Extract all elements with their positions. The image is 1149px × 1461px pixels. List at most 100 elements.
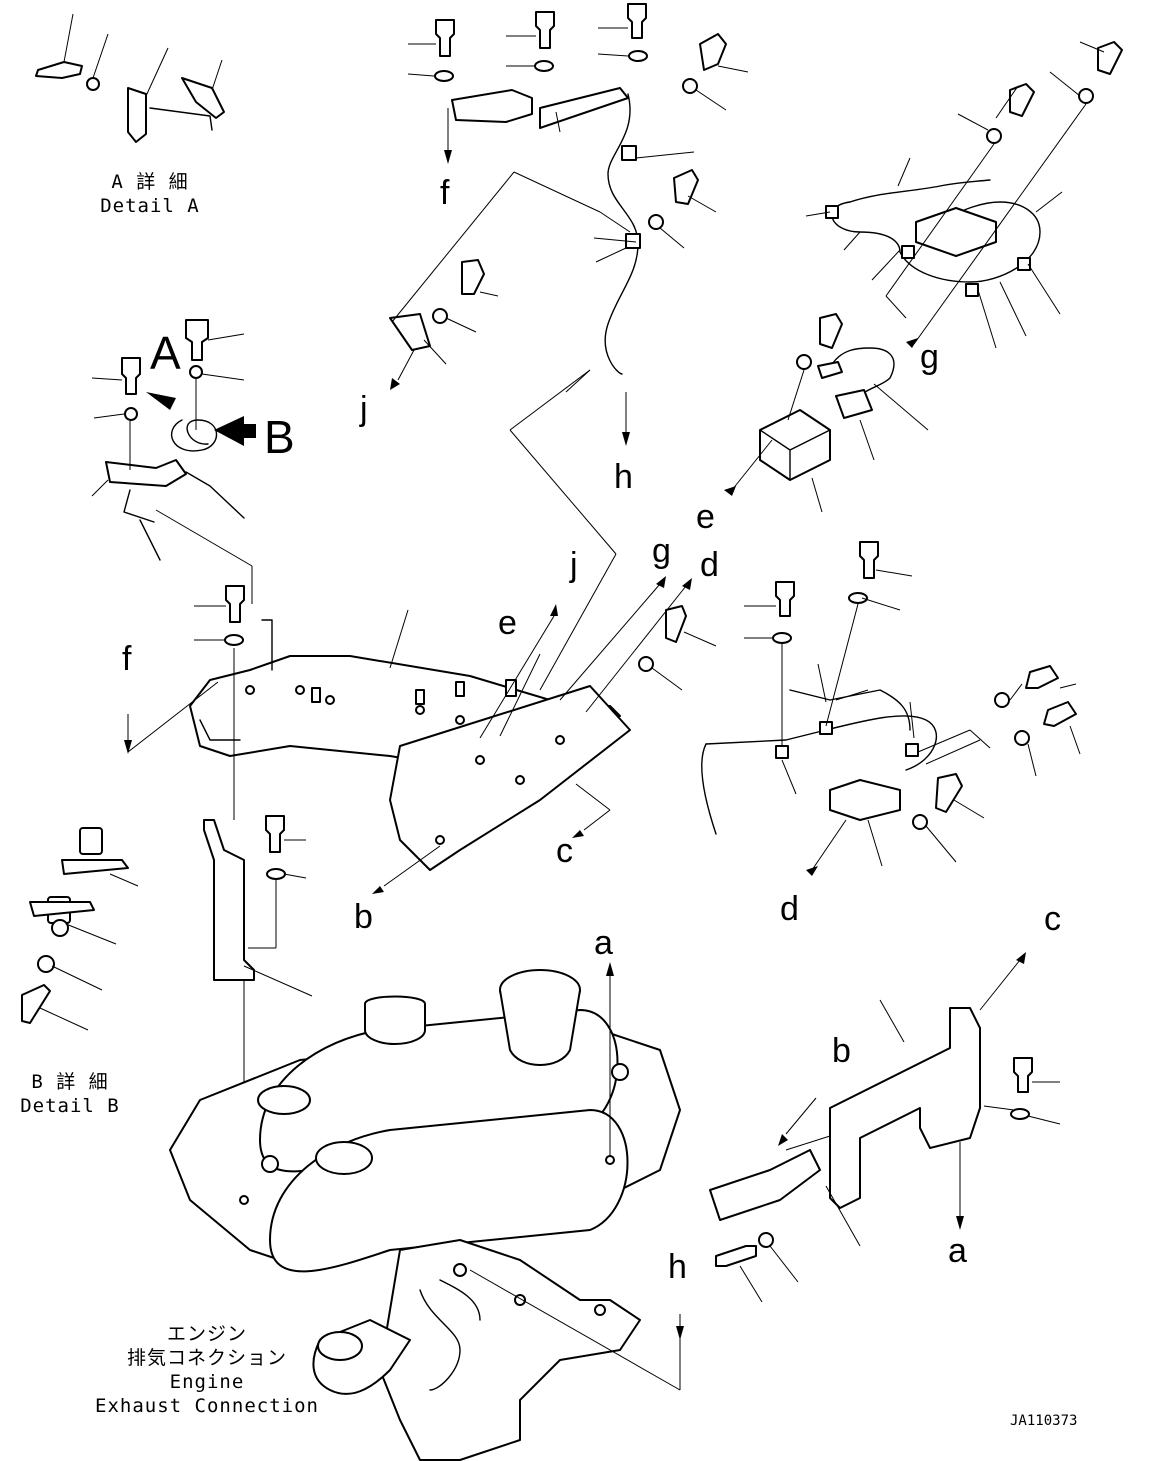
washer-icon [758,1232,774,1248]
washer-icon [534,60,554,72]
cover-plate-icon [539,87,629,129]
detail-a-en: Detail A [100,195,200,217]
engine-caption-jp-2: 排気コネクション [126,1347,287,1369]
ref-c-center: c [556,832,573,870]
bracket-icon [181,77,225,119]
bolt-icon [935,773,963,813]
exhaust-manifold-icon [379,1239,641,1461]
washer-icon [986,128,1002,144]
bolt-icon [265,815,285,853]
bolt-icon [461,259,485,295]
bolt-icon [1043,701,1077,727]
bolt-icon [1025,665,1059,689]
main-bracket-group [124,576,717,894]
drawing-number: JA110373 [1010,1413,1078,1429]
bracket-icon [389,313,431,351]
support-bracket-group [709,952,1061,1303]
ref-d-right: d [780,890,799,928]
washer-icon [912,814,928,830]
washer-icon [682,78,698,94]
washer-icon [189,365,203,379]
detail-b-caption: B 詳 細 Detail B [20,1070,120,1118]
sensor-harness-d [701,541,1081,876]
ref-c-right: c [1044,900,1061,938]
bolt-icon [1013,1057,1033,1093]
detail-a-group [35,13,225,143]
bolt-icon [673,169,699,205]
bolt-icon [121,357,141,395]
engine-caption-en-1: Engine [169,1371,245,1393]
ref-d-center: d [700,546,719,584]
sensor-module-icon [915,207,997,257]
sensor-module-icon [829,779,901,821]
bolt-icon [535,11,555,49]
washer-icon [1078,88,1094,104]
engine-exhaust-caption: エンジン 排気コネクション Engine Exhaust Connection [84,1322,330,1418]
detail-b-group [21,827,139,1031]
ref-a-center: a [594,924,613,962]
detail-b-jp: B 詳 細 [31,1071,109,1093]
bolt-icon [665,605,687,643]
washer-icon [772,632,792,644]
sensor-module-icon [451,89,533,123]
connector-icon [835,389,873,419]
bolt-icon [715,1245,757,1267]
ref-f-left: f [122,640,132,678]
bolt-icon [775,581,795,617]
harness-clip-icon [621,145,637,161]
ref-b-center: b [354,898,373,936]
detail-a-jp: A 詳 細 [111,171,189,193]
ref-f-top: f [440,174,450,212]
washer-icon [1010,1108,1030,1120]
washer-icon [434,70,454,82]
sensor-icon [105,459,187,487]
bolt-icon [1009,83,1035,117]
bolt-icon [225,585,245,623]
bolt-icon [859,541,879,579]
bolt-icon [699,33,727,71]
engine-caption-jp-1: エンジン [166,1323,247,1345]
flat-bracket-icon [709,1149,821,1221]
view-arrow-b-icon [214,416,256,446]
view-arrow-b-label: B [264,411,295,463]
bolt-icon [819,313,843,349]
detail-a-caption: A 詳 細 Detail A [100,170,200,218]
washer-icon [848,592,868,604]
support-bracket-icon [829,1007,981,1209]
washer-icon [266,868,286,880]
clamp-tab-icon [79,827,103,855]
vertical-bracket-icon [203,819,255,981]
control-module-group [724,313,929,513]
dpf-assembly [169,962,681,1273]
ecu-box-icon [759,409,831,481]
ref-h-bottom: h [668,1248,687,1286]
washer-icon [796,354,812,370]
washer-icon [224,634,244,646]
engine-exhaust-connection [312,1239,684,1461]
bolt-icon [435,19,455,57]
ref-e-center: e [498,604,517,642]
sensor-harness-right [805,41,1123,349]
bolt-icon [35,61,83,79]
mount-plate-icon [389,685,631,871]
view-arrow-a-label: A [150,327,181,379]
washer-icon [1014,730,1030,746]
washer-icon [628,50,648,62]
washer-icon [124,407,138,421]
bolt-icon [21,984,51,1024]
washer-icon [648,214,664,230]
engine-caption-en-2: Exhaust Connection [95,1395,319,1417]
washer-icon [37,955,55,973]
ref-g-center: g [652,532,671,570]
ref-a-right: a [948,1232,967,1270]
ref-h-top: h [614,458,633,496]
washer-icon [86,77,100,91]
washer-icon [994,692,1010,708]
bolt-icon [627,3,647,39]
ref-j-center: j [570,546,578,584]
sensor-cluster-left [91,319,256,604]
ref-b-right: b [832,1032,851,1070]
ref-e-right: e [696,498,715,536]
